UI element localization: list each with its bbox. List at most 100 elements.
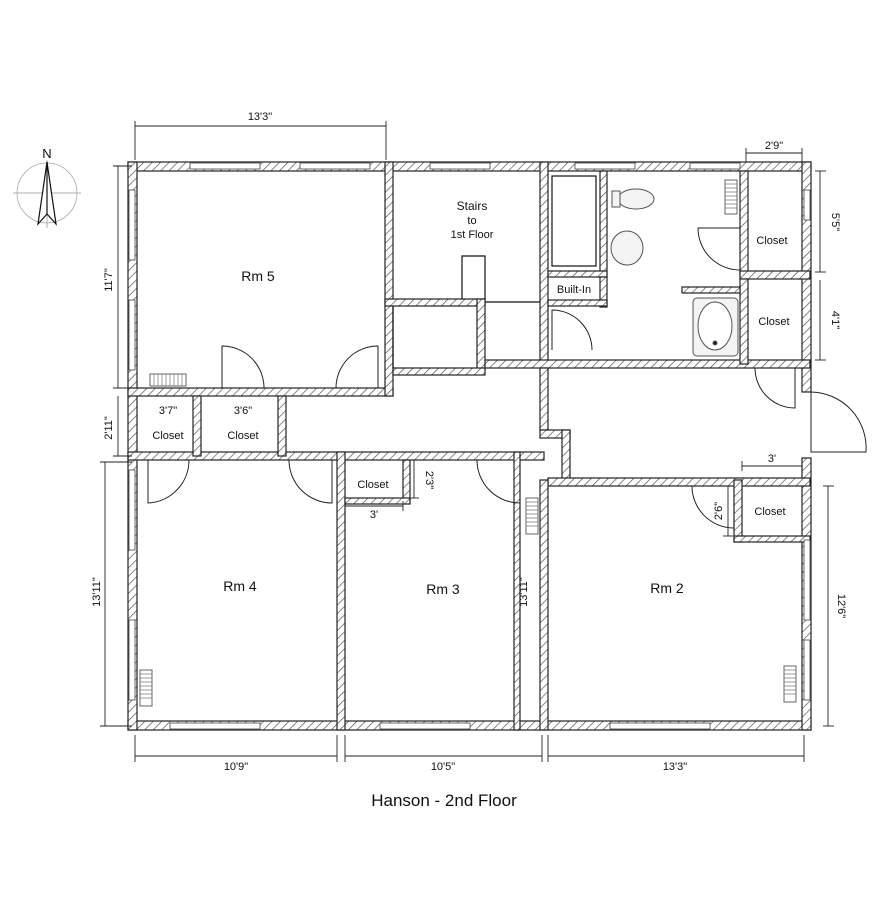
door-swing: [335, 345, 379, 389]
wall-chase-east: [599, 170, 608, 276]
sink-icon: [610, 230, 644, 266]
wall-rm5-south: [127, 387, 394, 397]
wall-rm2-closet-south: [733, 535, 811, 543]
dimension-label: 10'5": [431, 761, 455, 773]
radiator-icon: [724, 179, 738, 215]
wall-stairs-east: [539, 161, 549, 369]
dimension-label: 3'7": [159, 405, 177, 417]
bathtub-basin-icon: [697, 301, 733, 351]
plan-title: Hanson - 2nd Floor: [371, 791, 517, 810]
closet-label: Closet: [227, 430, 258, 442]
window: [299, 162, 371, 170]
wall-rm3-closet-east: [402, 459, 411, 503]
window: [169, 722, 261, 730]
wall-rm2-north: [547, 477, 811, 487]
dimension-label: 2'11": [103, 416, 115, 440]
dimension-label: 10'9": [224, 761, 248, 773]
radiator-icon: [139, 669, 153, 707]
door-swing: [697, 227, 741, 271]
stairs-label: Stairs: [457, 199, 488, 213]
room-label-rm3: Rm 3: [426, 581, 460, 597]
window: [128, 469, 136, 551]
closet-label: Closet: [152, 430, 183, 442]
wall-jog-b: [561, 429, 571, 481]
wall-west: [127, 161, 138, 731]
radiator-fins: [140, 183, 796, 699]
wall-stairs-mid: [384, 298, 486, 307]
closet-label: Closet: [758, 316, 789, 328]
window: [128, 189, 136, 261]
wall-rm3-closet-south: [344, 497, 411, 505]
dimension-label: 13'11": [518, 577, 530, 607]
closet-label: Closet: [754, 506, 785, 518]
window: [803, 189, 811, 221]
windows: [128, 162, 811, 730]
dimension-label: 12'6": [835, 594, 847, 618]
wall-builtin-south: [547, 299, 608, 307]
door-swing: [810, 391, 867, 453]
dimension-label: 13'3": [663, 761, 687, 773]
closet-label: Closet: [756, 235, 787, 247]
north-arrow-icon: [13, 160, 81, 228]
dimension-label: 2'9": [765, 140, 783, 152]
wall-builtin-east: [599, 276, 608, 308]
door-swing: [691, 485, 735, 529]
window: [189, 162, 261, 170]
builtin-label: Built-In: [557, 284, 591, 296]
window: [803, 639, 811, 701]
dimension-label: 3': [768, 453, 776, 465]
window: [689, 162, 741, 170]
stairs-label-floor: 1st Floor: [451, 229, 494, 241]
closet-label: Closet: [357, 479, 388, 491]
stairs-label-to: to: [467, 215, 476, 227]
dimension-lines: [100, 121, 834, 762]
walls: [127, 161, 812, 731]
door-swing: [754, 367, 796, 409]
wall-rm34-div: [336, 451, 346, 731]
room-label-rm4: Rm 4: [223, 578, 257, 594]
stair-lines: [392, 175, 597, 368]
wall-rm5-east: [384, 161, 394, 397]
dimension-label: 11'7": [103, 268, 115, 292]
door-swing: [147, 459, 190, 504]
toilet-icon: [617, 188, 655, 210]
wall-bath-shelf: [681, 286, 741, 294]
radiator-icon: [149, 373, 187, 387]
room-label-rm2: Rm 2: [650, 580, 684, 596]
radiator-icon: [783, 665, 797, 703]
dimension-label: 5'5": [829, 213, 841, 231]
window: [379, 722, 471, 730]
toilet-tank-icon: [611, 190, 621, 208]
wall-rm2-closet-west: [733, 479, 743, 543]
radiators: [139, 179, 797, 707]
dimension-label: 2'3": [423, 471, 435, 489]
window: [128, 299, 136, 371]
wall-bath-closet-west: [739, 170, 749, 277]
labels: N Rm 5 Rm 4 Rm 3 Rm 2 Stairs to 1st Floo…: [42, 111, 847, 810]
door-swing: [551, 309, 593, 351]
wall-bath-closet-mid: [739, 270, 811, 280]
dimension-label: 13'11": [91, 577, 103, 607]
dimension-label: 2'6": [713, 502, 725, 520]
wall-hall-north: [484, 359, 811, 369]
wall-box-south: [392, 367, 486, 376]
door-swing: [288, 459, 333, 504]
doors: [147, 227, 867, 529]
wall-hall-west: [539, 367, 549, 431]
window: [574, 162, 636, 170]
wall-closet-strip-south: [127, 451, 545, 461]
wall-box-east: [476, 298, 486, 370]
wall-closet-b-east: [277, 395, 287, 457]
window: [128, 619, 136, 701]
door-swing: [476, 459, 521, 504]
window: [803, 539, 811, 621]
room-label-rm5: Rm 5: [241, 268, 275, 284]
wall-chase-south: [547, 270, 608, 278]
door-swing: [221, 345, 265, 389]
wall-closet-a-east: [192, 395, 202, 457]
radiator-icon: [525, 497, 539, 535]
wall-bath-closet-west2: [739, 278, 749, 365]
dimension-label: 13'3": [248, 111, 272, 123]
dimension-label: 3'6": [234, 405, 252, 417]
